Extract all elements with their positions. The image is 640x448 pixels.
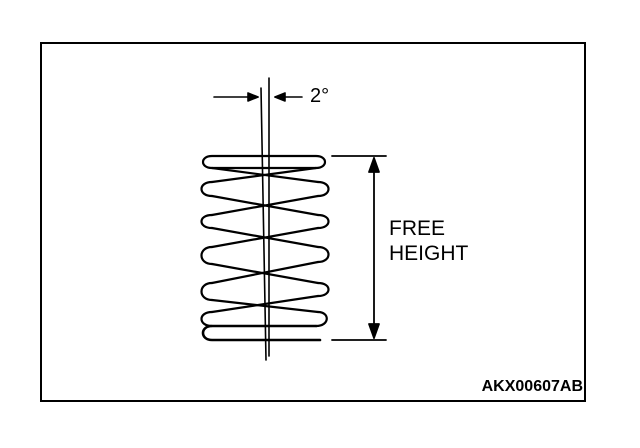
figure-id: AKX00607AB <box>481 378 583 395</box>
dimension-arrow-icon <box>331 155 387 341</box>
figure-frame <box>40 42 586 402</box>
angle-label: 2° <box>310 85 330 107</box>
spring-left-turns <box>200 180 214 328</box>
free-height-label-line2: HEIGHT <box>389 242 469 265</box>
tilted-spring-axis <box>260 87 267 361</box>
spring-top-end-coil <box>201 154 327 170</box>
angle-arrow-icon <box>213 92 303 102</box>
free-height-label-line1: FREE <box>389 217 446 240</box>
coil-spring-icon <box>200 154 330 342</box>
spring-bottom-end-coil <box>201 324 322 342</box>
spring-back-strands <box>210 166 320 314</box>
spring-right-turns <box>314 180 330 328</box>
